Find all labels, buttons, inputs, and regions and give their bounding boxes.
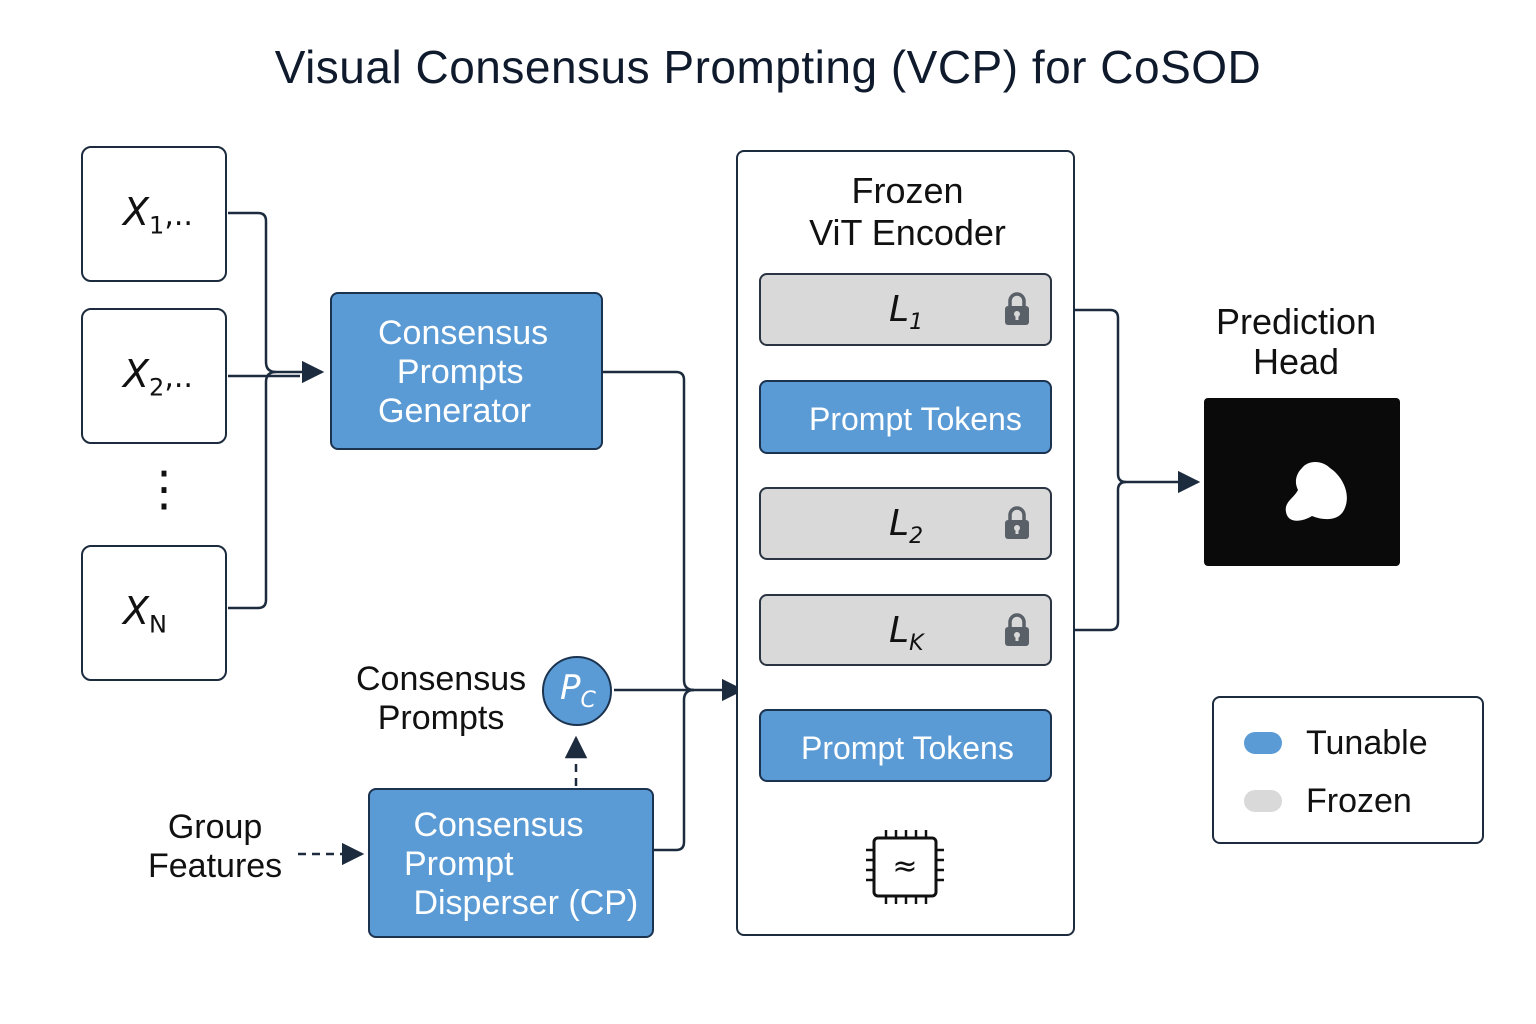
lock-icon: [1005, 613, 1029, 646]
chip-icon: ≈: [866, 830, 944, 904]
prompt-tokens-1-label: Prompt Tokens: [809, 401, 1022, 437]
pc-label: PC: [560, 668, 596, 713]
legend-swatch-tunable: [1244, 732, 1282, 754]
saliency-blob: [1285, 462, 1347, 521]
consensus-prompt-disperser: Consensus Prompt Disperser (CP): [368, 788, 654, 938]
connector-xn: [228, 370, 277, 610]
input-label-xn: XN: [123, 589, 167, 639]
encoder-layer-l1: L1: [759, 273, 1052, 346]
consensus-prompts-label: Consensus Prompts: [356, 660, 527, 737]
lock-icon: [1005, 292, 1029, 325]
diagram-title: Visual Consensus Prompting (VCP) for CoS…: [274, 41, 1262, 93]
input-label-x2: X2,..: [123, 352, 193, 402]
group-features-label: Group Features: [148, 808, 283, 885]
disperser-label: Consensus Prompt Disperser (CP): [404, 806, 639, 922]
prompt-tokens-2-label: Prompt Tokens: [801, 730, 1014, 766]
generator-label: Consensus Prompts Generator: [378, 314, 549, 430]
input-label-x1: X1,..: [123, 190, 193, 240]
connector-lk-head: [1052, 480, 1127, 632]
layer-label-l1: L1: [889, 289, 924, 336]
connector-x1: [228, 211, 325, 384]
lock-icon: [1005, 506, 1029, 539]
encoder-layer-lk: LK: [759, 594, 1052, 666]
input-box-xn: XN: [81, 545, 227, 681]
legend-label-frozen: Frozen: [1306, 782, 1412, 820]
consensus-prompts-generator: Consensus Prompts Generator: [330, 292, 603, 450]
layer-label-lk: LK: [889, 610, 924, 657]
legend-label-tunable: Tunable: [1306, 724, 1428, 762]
prediction-mask-image: [1204, 398, 1400, 566]
encoder-title: Frozen ViT Encoder: [809, 170, 1006, 253]
legend-swatch-frozen: [1244, 790, 1282, 812]
layer-label-l2: L2: [889, 503, 924, 550]
input-ellipsis: ⋮: [140, 463, 188, 516]
pc-node: PC: [542, 656, 612, 726]
chip-glyph: ≈: [892, 849, 917, 884]
connector-disperser-encoder: [654, 688, 695, 852]
connector-generator-encoder: [603, 370, 745, 702]
prediction-head-label: Prediction Head: [1216, 301, 1377, 382]
prompt-tokens-1: Prompt Tokens: [759, 380, 1052, 454]
encoder-layer-l2: L2: [759, 487, 1052, 560]
input-box-x2: X2,..: [81, 308, 227, 444]
prompt-tokens-2: Prompt Tokens: [759, 709, 1052, 782]
input-box-x1: X1,..: [81, 146, 227, 282]
legend: Tunable Frozen: [1212, 696, 1484, 844]
